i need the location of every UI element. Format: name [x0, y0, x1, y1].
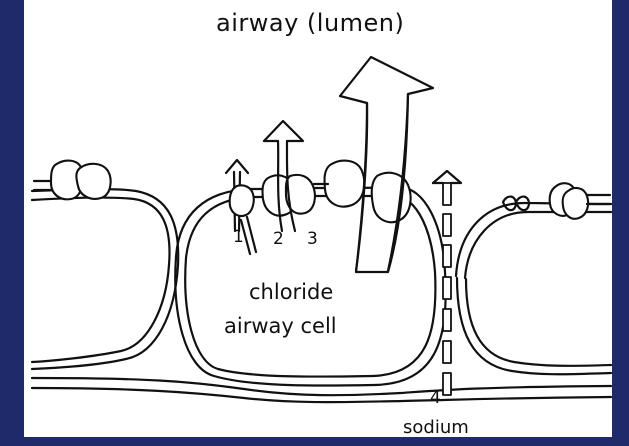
channel-center-top — [325, 161, 365, 207]
left-cell-outline — [32, 189, 178, 369]
route-1-arrow-head — [226, 160, 248, 173]
route-4-segment-6 — [443, 341, 451, 363]
route-4-label: 4 — [430, 388, 441, 408]
route-2-label: 2 — [273, 229, 284, 249]
route-4-segment-2 — [443, 214, 451, 236]
chloride-label: chloride — [249, 280, 333, 304]
right-cell-inner-outline — [465, 212, 611, 278]
sodium-label: sodium — [403, 417, 469, 437]
route-4-arrow-head — [433, 171, 461, 183]
right-junction-oval-2 — [563, 188, 588, 219]
left-cell-inner-outline — [32, 198, 170, 362]
route-4-segment-1 — [443, 183, 451, 205]
route-4-segment-3 — [443, 245, 451, 267]
left-junction-oval-2 — [76, 164, 110, 199]
airway-cell-label: airway cell — [224, 314, 337, 338]
airway-cell-diagram: airway (lumen) — [24, 0, 612, 437]
route-4-segment-4 — [443, 277, 451, 299]
route-1-channel — [230, 185, 254, 216]
airway-lumen-label: airway (lumen) — [216, 9, 404, 37]
channel-right-top — [372, 173, 411, 222]
right-cell-outline — [456, 203, 611, 276]
route-3-label: 3 — [307, 229, 318, 249]
route-4-segment-7 — [443, 373, 451, 395]
route-2-arrow-head — [264, 121, 303, 141]
route-4-segment-5 — [443, 309, 451, 331]
diagram-panel: airway (lumen) — [24, 0, 612, 437]
right-cell-bottom-inner-outline — [466, 279, 611, 366]
route-1-label: 1 — [233, 227, 244, 247]
right-cell-bottom-outline — [457, 278, 611, 374]
